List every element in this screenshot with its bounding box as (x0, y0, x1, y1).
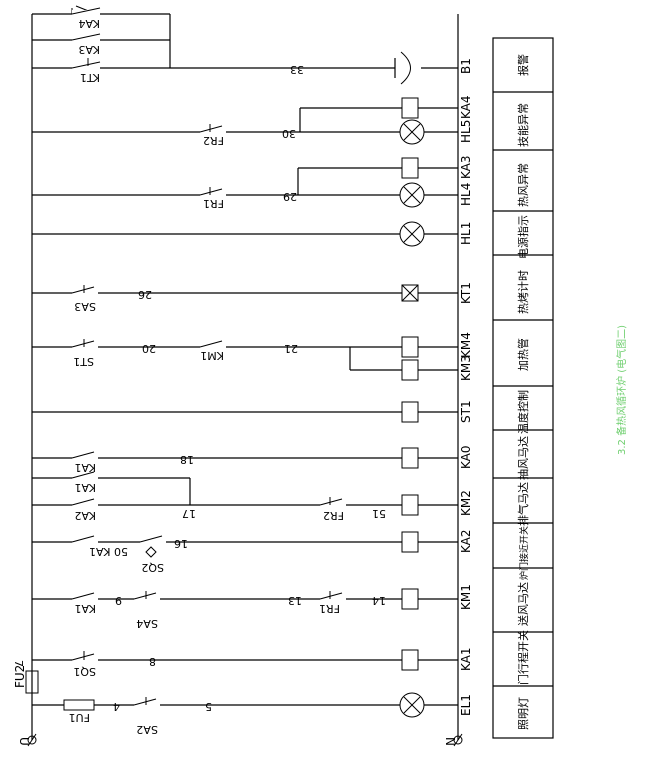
coil-label-kt1: KT1 (459, 282, 473, 304)
node-5: 5 (205, 700, 212, 713)
coil-label-st1: ST1 (459, 400, 473, 423)
fuse-fu2: FU2 7 (12, 660, 39, 694)
rung-ka3 (297, 157, 458, 195)
contact-km1: KM1 (200, 349, 224, 362)
rung-hl4: FR1 29 (32, 182, 458, 210)
contact-sq1: SQ1 (73, 665, 96, 678)
label-n: N (443, 737, 457, 746)
contact-ka2-km2: KA2 (74, 509, 96, 522)
rung-st1 (32, 401, 458, 423)
desc-temp: 温度控制 (516, 390, 530, 434)
desc-exhaust: 抽风马达 (516, 436, 530, 480)
desc-timer: 热烤计时 (516, 270, 530, 314)
node-30: 30 (282, 127, 296, 140)
node-18: 18 (180, 453, 194, 466)
coil-label-hl1: HL1 (459, 222, 473, 245)
node-17: 17 (182, 507, 196, 520)
desc-supply-motor: 送风马达 (516, 582, 530, 626)
contact-sa4: SA4 (136, 617, 158, 630)
contact-sa2: SA2 (136, 723, 158, 736)
desc-alarm: 报警 (516, 54, 530, 76)
node-9: 9 (115, 594, 122, 607)
contact-ka1-km1: KA1 (74, 602, 96, 615)
supply-bus-u: U (17, 14, 37, 747)
node-20: 20 (142, 342, 156, 355)
node-4: 4 (113, 700, 120, 713)
coil-label-ka3: KA3 (459, 155, 473, 179)
neutral-bus-n: N (443, 14, 463, 747)
rung-km3-km4: ST1 20 KM1 21 (32, 336, 458, 381)
coil-labels: B1 KA4 HL5 KA3 HL4 HL1 KT1 KM4 KM3 ST1 K… (459, 58, 473, 716)
contact-fu1: FU1 (69, 711, 90, 724)
contact-fr1-a: FR1 (203, 197, 224, 210)
rung-hl1 (32, 221, 458, 247)
fu2-label: FU2 (13, 665, 27, 688)
coil-label-hl4: HL4 (459, 183, 473, 206)
desc-fan-fault: 技能异常 (516, 103, 530, 147)
label-u: U (17, 737, 31, 746)
node-16: 16 (174, 537, 188, 550)
contact-sq2: SQ2 (141, 561, 164, 574)
desc-door-near: 炉门接近开关 (518, 526, 530, 580)
contact-st1: ST1 (73, 355, 94, 368)
rung-kt1: SA3 26 (32, 284, 458, 313)
coil-label-ka4: KA4 (459, 95, 473, 119)
coil-label-hl5: HL5 (459, 120, 473, 143)
contact-ka4: KA4 (78, 17, 100, 30)
coil-label-ka0: KA0 (459, 445, 473, 469)
node-29: 29 (283, 190, 297, 203)
coil-label-ka1: KA1 (459, 647, 473, 671)
coil-label-el1: EL1 (459, 694, 473, 716)
rung-ka2: 50 KA1 SQ2 16 (32, 531, 458, 574)
diagram-caption: 3.2 备热风循环炉 (电气图二) (615, 325, 628, 455)
coil-label-km3: KM3 (459, 355, 473, 381)
contact-fr2-b: FR2 (323, 509, 344, 522)
desc-light: 照明灯 (517, 697, 530, 730)
contact-kt1: KT1 (80, 71, 100, 84)
coil-label-km4: KM4 (459, 332, 473, 358)
rung-ka4 (299, 97, 458, 132)
contact-sa3: SA3 (74, 300, 96, 313)
contact-ka1-ka2: 50 KA1 (89, 545, 128, 558)
rung-km2: KA1 KA2 17 FR2 51 (32, 471, 458, 522)
coil-label-km1: KM1 (459, 584, 473, 610)
rung-b1: KA4 KA3 KT1 33 (32, 5, 458, 85)
coil-label-ka2: KA2 (459, 529, 473, 553)
desc-heat-fault: 热风异常 (517, 163, 530, 207)
coil-label-b1: B1 (459, 58, 473, 74)
rung-ka1: SQ1 8 (32, 649, 458, 678)
contact-ka1-ka0: KA1 (74, 461, 96, 474)
rung-el1: FU1 4 SA2 5 (32, 692, 458, 736)
node-14: 14 (372, 594, 386, 607)
contact-ka1-km2: KA1 (74, 481, 96, 494)
node-33: 33 (290, 63, 304, 76)
node-13: 13 (288, 594, 302, 607)
desc-door-switch: 门行程开关 (516, 630, 530, 685)
coil-label-km2: KM2 (459, 490, 473, 516)
desc-power: 电源指示 (516, 215, 530, 259)
node-8: 8 (149, 655, 156, 668)
node-51: 51 (372, 507, 386, 520)
contact-fr2-a: FR2 (203, 134, 224, 147)
buzzer-b1 (394, 51, 458, 85)
contact-ka3: KA3 (78, 43, 100, 56)
description-table: 报警 技能异常 热风异常 电源指示 热烤计时 加热管 温度控制 抽风马达 排气马… (492, 37, 554, 739)
node-21: 21 (284, 342, 298, 355)
desc-heater: 加热管 (516, 338, 530, 371)
rung-km1: KA1 9 SA4 FR1 13 14 (32, 588, 458, 630)
desc-exhaust-motor: 排气马达 (516, 482, 530, 526)
contact-fr1-b: FR1 (319, 602, 340, 615)
node-7: 7 (12, 660, 25, 667)
node-26: 26 (138, 288, 152, 301)
rung-ka0: KA1 18 (32, 447, 458, 474)
rung-hl5: FR2 30 (32, 119, 458, 147)
